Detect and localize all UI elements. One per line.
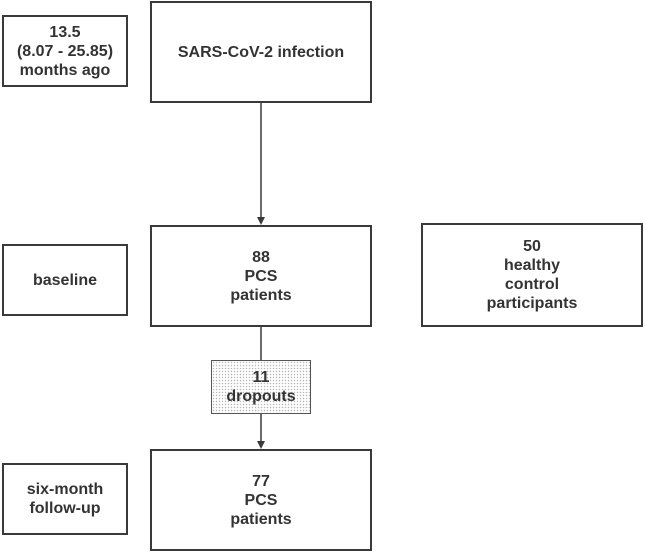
healthy-controls-count: 50	[523, 238, 541, 255]
healthy-controls-word-1: healthy	[503, 257, 560, 274]
baseline-patients-group: PCS	[244, 267, 278, 285]
arrowhead-followup	[257, 441, 265, 449]
followup-label-box: six-month follow-up	[2, 463, 128, 535]
infection-box: SARS-CoV-2 infection	[150, 1, 372, 103]
healthy-controls-word-2: control	[504, 276, 560, 293]
followup-patients-word: patients	[230, 510, 292, 528]
healthy-controls-word-3: participants	[486, 295, 578, 312]
dropouts-count: 11	[252, 369, 270, 386]
followup-label-line-2: follow-up	[29, 500, 101, 517]
dropouts-box: 11 dropouts	[211, 360, 311, 414]
followup-patients-box: 77 PCS patients	[150, 449, 372, 551]
time-since-median: 13.5	[49, 23, 81, 41]
baseline-label-box: baseline	[2, 244, 128, 316]
followup-patients-group: PCS	[244, 491, 278, 509]
healthy-controls-box: 50 healthy control participants	[421, 223, 643, 327]
infection-label: SARS-CoV-2 infection	[177, 43, 345, 61]
baseline-patients-word: patients	[230, 286, 292, 304]
time-since-unit: months ago	[19, 61, 111, 79]
baseline-patients-box: 88 PCS patients	[150, 225, 372, 327]
time-since-infection-box: 13.5 (8.07 - 25.85) months ago	[2, 15, 128, 87]
followup-patients-count: 77	[252, 472, 270, 490]
baseline-label: baseline	[32, 271, 98, 289]
time-since-range: (8.07 - 25.85)	[16, 42, 114, 60]
followup-label-line-1: six-month	[26, 481, 104, 498]
baseline-patients-count: 88	[252, 248, 270, 266]
arrowhead-baseline	[257, 217, 265, 225]
dropouts-label: dropouts	[226, 388, 296, 405]
